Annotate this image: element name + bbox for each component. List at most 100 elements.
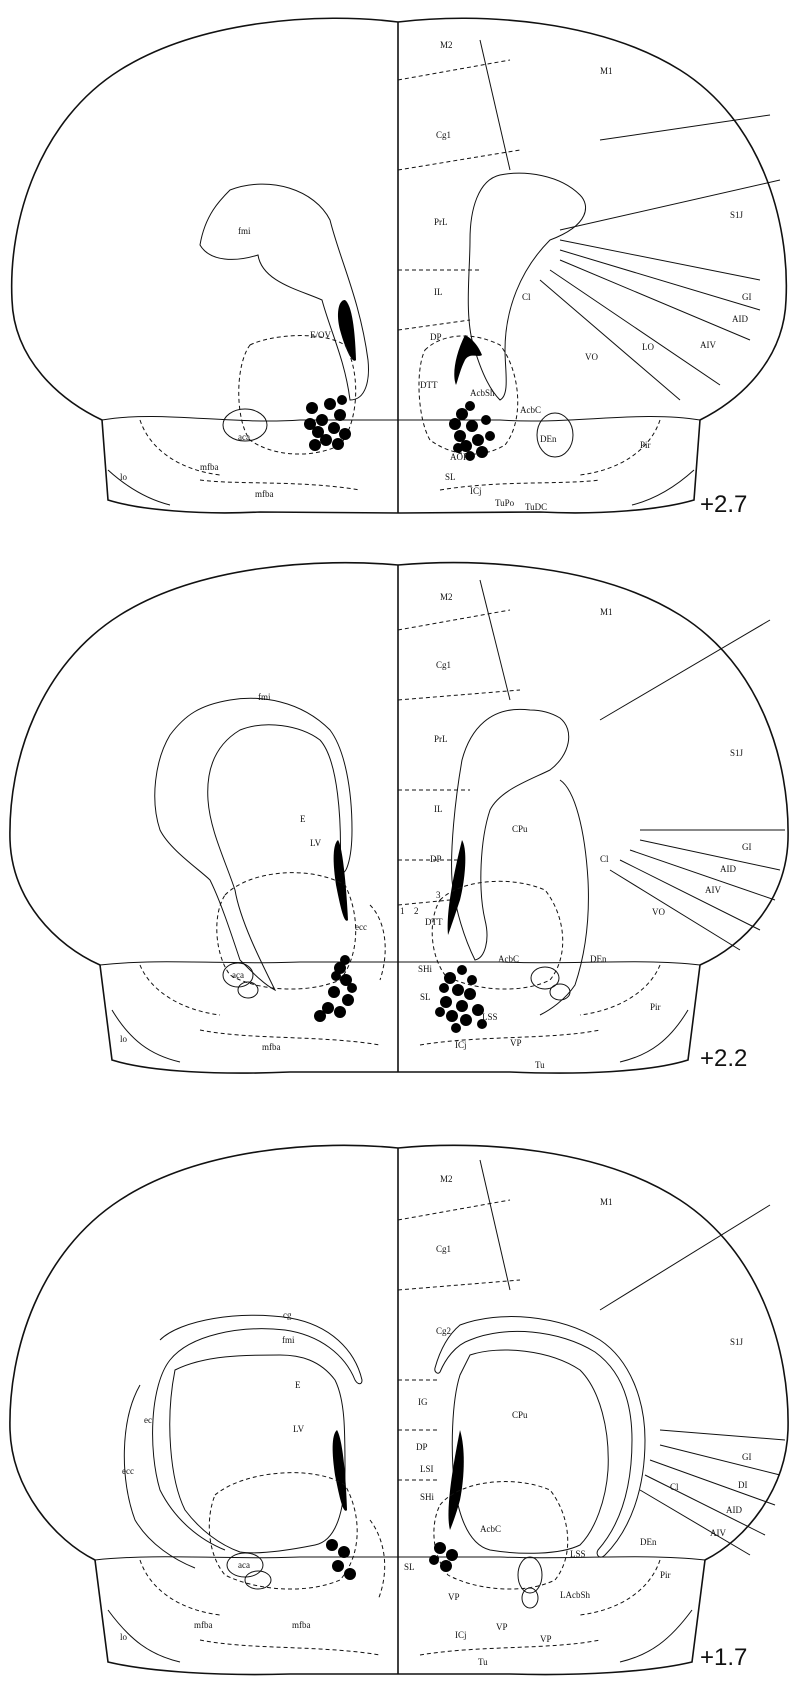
label-3: 3 bbox=[436, 890, 441, 900]
label-fmi: fmi bbox=[282, 1335, 295, 1345]
label-tudc: TuDC bbox=[525, 502, 547, 512]
injection-site bbox=[332, 438, 344, 450]
label-lv: LV bbox=[310, 838, 322, 848]
injection-site bbox=[339, 428, 351, 440]
injection-site bbox=[439, 983, 449, 993]
injection-site bbox=[332, 1560, 344, 1572]
injection-site bbox=[451, 1023, 461, 1033]
label-dp: DP bbox=[416, 1442, 428, 1452]
label-aca: aca bbox=[238, 1560, 250, 1570]
label-tu: Tu bbox=[535, 1060, 545, 1070]
label-m1: M1 bbox=[600, 66, 613, 76]
label-aca: aca bbox=[232, 970, 244, 980]
label-m2: M2 bbox=[440, 592, 453, 602]
label-ecc: ecc bbox=[122, 1466, 134, 1476]
label-icj: ICj bbox=[455, 1630, 467, 1640]
label-e: E bbox=[295, 1380, 301, 1390]
injection-site bbox=[456, 1000, 468, 1012]
coordinate-label: +2.7 bbox=[700, 491, 747, 518]
label-lacbsh: LAcbSh bbox=[560, 1590, 590, 1600]
label-lo-left: lo bbox=[120, 472, 128, 482]
label-cl: Cl bbox=[670, 1482, 679, 1492]
label-aiv: AIV bbox=[705, 885, 721, 895]
label-lss: LSS bbox=[482, 1012, 498, 1022]
injection-site bbox=[452, 984, 464, 996]
injection-site bbox=[444, 972, 456, 984]
label-vp-3: VP bbox=[540, 1634, 552, 1644]
label-vp-2: VP bbox=[496, 1622, 508, 1632]
label-cg1: Cg1 bbox=[436, 1244, 451, 1254]
label-aiv: AIV bbox=[710, 1528, 726, 1538]
label-1: 1 bbox=[400, 906, 405, 916]
injection-site bbox=[464, 988, 476, 1000]
injection-site bbox=[306, 402, 318, 414]
label-mfba: mfba bbox=[194, 1620, 213, 1630]
label-cg2: Cg2 bbox=[436, 1326, 451, 1336]
injection-site bbox=[485, 431, 495, 441]
section-plus-2-2: M2 M1 Cg1 PrL S1J IL CPu GI Cl AID DP AI… bbox=[9, 561, 789, 1074]
injection-site bbox=[334, 409, 346, 421]
injection-site bbox=[322, 1002, 334, 1014]
label-m2: M2 bbox=[440, 40, 453, 50]
label-cpu: CPu bbox=[512, 824, 528, 834]
injection-site bbox=[446, 1549, 458, 1561]
label-sl: SL bbox=[420, 992, 431, 1002]
label-dp: DP bbox=[430, 854, 442, 864]
injection-site bbox=[467, 975, 477, 985]
label-s1j: S1J bbox=[730, 1337, 744, 1347]
injection-site bbox=[334, 1006, 346, 1018]
section-plus-2-7: M2 M1 Cg1 PrL S1J IL Cl GI AID AIV DP VO… bbox=[10, 17, 788, 518]
label-cl: Cl bbox=[600, 854, 609, 864]
injection-sites-group bbox=[326, 1539, 458, 1580]
injection-site bbox=[312, 426, 324, 438]
label-acbsh: AcbSh bbox=[470, 388, 495, 398]
label-il: IL bbox=[434, 804, 443, 814]
injection-site bbox=[477, 1019, 487, 1029]
label-dp: DP bbox=[430, 332, 442, 342]
label-cg1: Cg1 bbox=[436, 660, 451, 670]
injection-site bbox=[340, 955, 350, 965]
label-fmi: fmi bbox=[258, 692, 271, 702]
label-di: DI bbox=[738, 1480, 748, 1490]
label-aid: AID bbox=[732, 314, 748, 324]
label-m2: M2 bbox=[440, 1174, 453, 1184]
label-ecc: ecc bbox=[355, 922, 367, 932]
label-gi: GI bbox=[742, 1452, 752, 1462]
label-prl: PrL bbox=[434, 734, 448, 744]
injection-site bbox=[429, 1555, 439, 1565]
label-acbc: AcbC bbox=[520, 405, 541, 415]
label-cl: Cl bbox=[522, 292, 531, 302]
label-mfba-2: mfba bbox=[292, 1620, 311, 1630]
injection-site bbox=[476, 446, 488, 458]
label-fmi: fmi bbox=[238, 226, 251, 236]
label-prl: PrL bbox=[434, 217, 448, 227]
injection-site bbox=[454, 430, 466, 442]
injection-site bbox=[440, 996, 452, 1008]
injection-site bbox=[460, 1014, 472, 1026]
section-plus-1-7: M2 M1 Cg1 Cg2 S1J IG CPu DP GI LSI DI Cl… bbox=[9, 1144, 789, 1676]
label-shi: SHi bbox=[420, 1492, 435, 1502]
label-m1: M1 bbox=[600, 1197, 613, 1207]
injection-site bbox=[456, 408, 468, 420]
injection-site bbox=[316, 414, 328, 426]
label-mfba: mfba bbox=[200, 462, 219, 472]
label-mfba-2: mfba bbox=[255, 489, 274, 499]
label-il: IL bbox=[434, 287, 443, 297]
label-lo-left: lo bbox=[120, 1632, 128, 1642]
injection-site bbox=[328, 422, 340, 434]
label-aop: AOP bbox=[450, 452, 468, 462]
injection-site bbox=[342, 994, 354, 1006]
injection-site bbox=[465, 401, 475, 411]
label-ig: IG bbox=[418, 1397, 428, 1407]
injection-site bbox=[472, 1004, 484, 1016]
label-aid: AID bbox=[726, 1505, 742, 1515]
label-aid: AID bbox=[720, 864, 736, 874]
label-m1: M1 bbox=[600, 607, 613, 617]
injection-site bbox=[304, 418, 316, 430]
injection-site bbox=[440, 1560, 452, 1572]
injection-site bbox=[347, 983, 357, 993]
label-acbc: AcbC bbox=[480, 1524, 501, 1534]
label-icj: ICj bbox=[455, 1040, 467, 1050]
label-icj: ICj bbox=[470, 486, 482, 496]
